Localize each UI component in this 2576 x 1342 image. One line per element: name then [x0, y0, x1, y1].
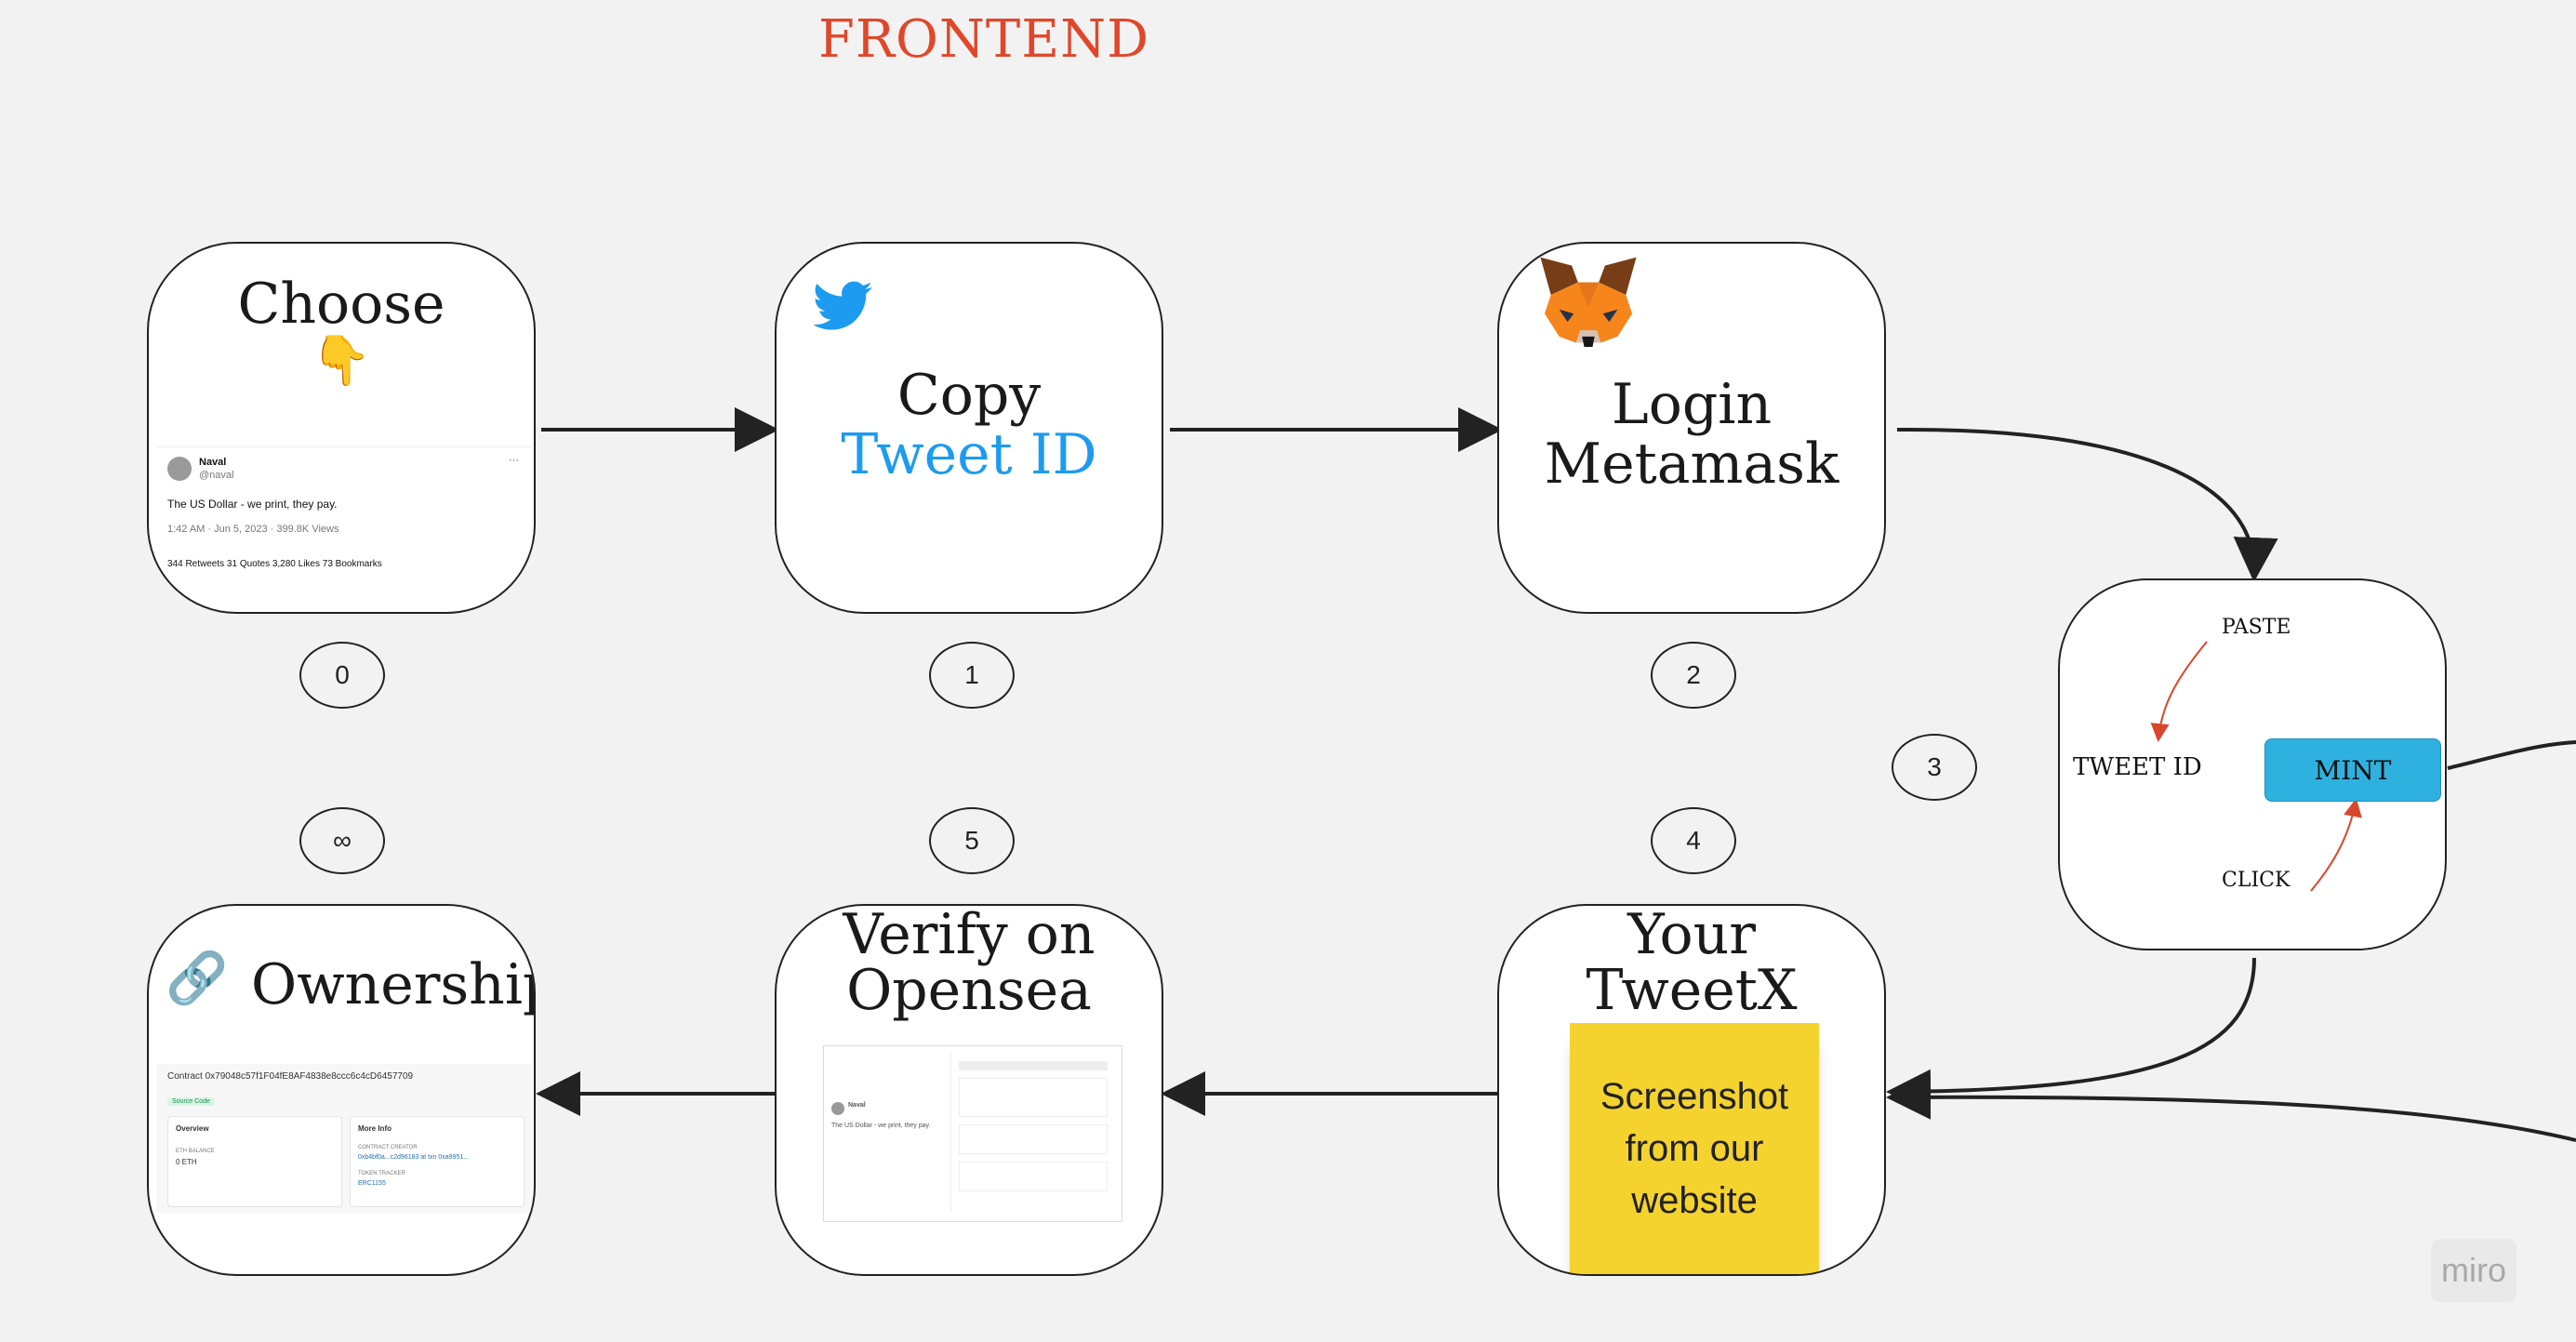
more-info-panel: More Info CONTRACT CREATOR 0xb4bf0a...c2… [350, 1116, 524, 1207]
edge-mint-offscreen [2447, 740, 2576, 770]
overview-label: Overview [176, 1124, 209, 1133]
tweet-text: The US Dollar - we print, they pay. [167, 498, 338, 511]
verify-line2: Opensea [846, 958, 1092, 1023]
edge-offscreen-your [1886, 1074, 2576, 1142]
click-label: CLICK [2222, 869, 2291, 892]
overview-panel: Overview ETH BALANCE 0 ETH [167, 1116, 342, 1207]
tweet-id-label: TWEET ID [2073, 753, 2202, 781]
badge-step-1: 1 [929, 642, 1015, 709]
source-code-tag: Source Code [167, 1097, 215, 1106]
avatar [167, 457, 192, 481]
more-info-label: More Info [358, 1124, 392, 1133]
contract-header: Contract 0x79048c57f1F04fE8AF4838e8ccc6c… [167, 1071, 414, 1082]
metamask-fox-icon [1540, 257, 1637, 348]
avatar [831, 1102, 844, 1115]
badge-step-3: 3 [1892, 734, 1977, 801]
verify-line1: Verify on [843, 904, 1095, 967]
tweet-screenshot: Naval @naval ··· The US Dollar - we prin… [156, 446, 532, 585]
token-tracker-label: TOKEN TRACKER [358, 1171, 405, 1176]
copy-line2: Tweet ID [841, 422, 1097, 487]
frontend-title: FRONTEND [818, 9, 1150, 70]
choose-title: Choose [237, 272, 445, 337]
opensea-handle: Naval [848, 1102, 866, 1109]
badge-step-infinity: ∞ [299, 807, 385, 874]
eth-balance-label: ETH BALANCE [176, 1149, 215, 1154]
opensea-text: The US Dollar - we print, they pay. [831, 1123, 931, 1129]
card-choose[interactable]: Choose 👇 Naval @naval ··· The US Dollar … [147, 242, 536, 614]
mint-button[interactable]: MINT [2264, 738, 2441, 802]
badge-step-0: 0 [299, 642, 385, 709]
edge-mint-your [1886, 957, 2256, 1114]
contract-creator-label: CONTRACT CREATOR [358, 1145, 418, 1150]
edge-login-mint [1896, 427, 2278, 582]
tweet-stats: 344 Retweets 31 Quotes 3,280 Likes 73 Bo… [167, 559, 382, 569]
badge-step-2: 2 [1651, 642, 1736, 709]
contract-creator-value: 0xb4bf0a...c2d96183 at txn 0xa9951... [358, 1154, 470, 1161]
login-line2: Metamask [1544, 432, 1839, 497]
login-line1: Login [1611, 372, 1773, 437]
miro-watermark: miro [2431, 1239, 2516, 1302]
token-tracker-value: ERC1155 [358, 1180, 386, 1187]
opensea-screenshot: Naval The US Dollar - we print, they pay… [823, 1045, 1122, 1222]
card-verify-opensea[interactable]: Verify on Opensea Naval The US Dollar - … [775, 904, 1163, 1276]
tweet-author: Naval [199, 457, 227, 468]
eth-balance-value: 0 ETH [176, 1158, 197, 1166]
card-login-metamask[interactable]: Login Metamask [1497, 242, 1886, 614]
screenshot-sticky-note: Screenshot from our website [1570, 1023, 1819, 1274]
ownership-title: Ownership [251, 952, 536, 1017]
opensea-detail-panel [950, 1054, 1115, 1212]
card-copy-tweet-id[interactable]: Copy Tweet ID [775, 242, 1163, 614]
more-icon: ··· [509, 455, 519, 466]
pointing-down-icon: 👇 [311, 335, 372, 388]
etherscan-screenshot: Contract 0x79048c57f1F04fE8AF4838e8ccc6c… [156, 1064, 532, 1213]
card-ownership[interactable]: 🔗 Ownership Contract 0x79048c57f1F04fE8A… [147, 904, 536, 1276]
badge-step-4: 4 [1651, 807, 1736, 874]
twitter-bird-icon [814, 281, 872, 330]
tweet-handle: @naval [199, 470, 234, 481]
card-mint[interactable]: PASTE TWEET ID MINT CLICK [2058, 578, 2447, 950]
mint-arrows [2150, 641, 2362, 892]
paste-label: PASTE [2222, 616, 2291, 639]
your-line2: TweetX [1586, 958, 1798, 1023]
copy-line1: Copy [896, 363, 1042, 428]
card-your-tweetx[interactable]: Your TweetX Screenshot from our website [1497, 904, 1886, 1276]
your-line1: Your [1627, 904, 1756, 967]
link-icon: 🔗 [166, 950, 229, 1006]
tweet-meta: 1:42 AM · Jun 5, 2023 · 399.8K Views [167, 524, 339, 535]
badge-step-5: 5 [929, 807, 1015, 874]
